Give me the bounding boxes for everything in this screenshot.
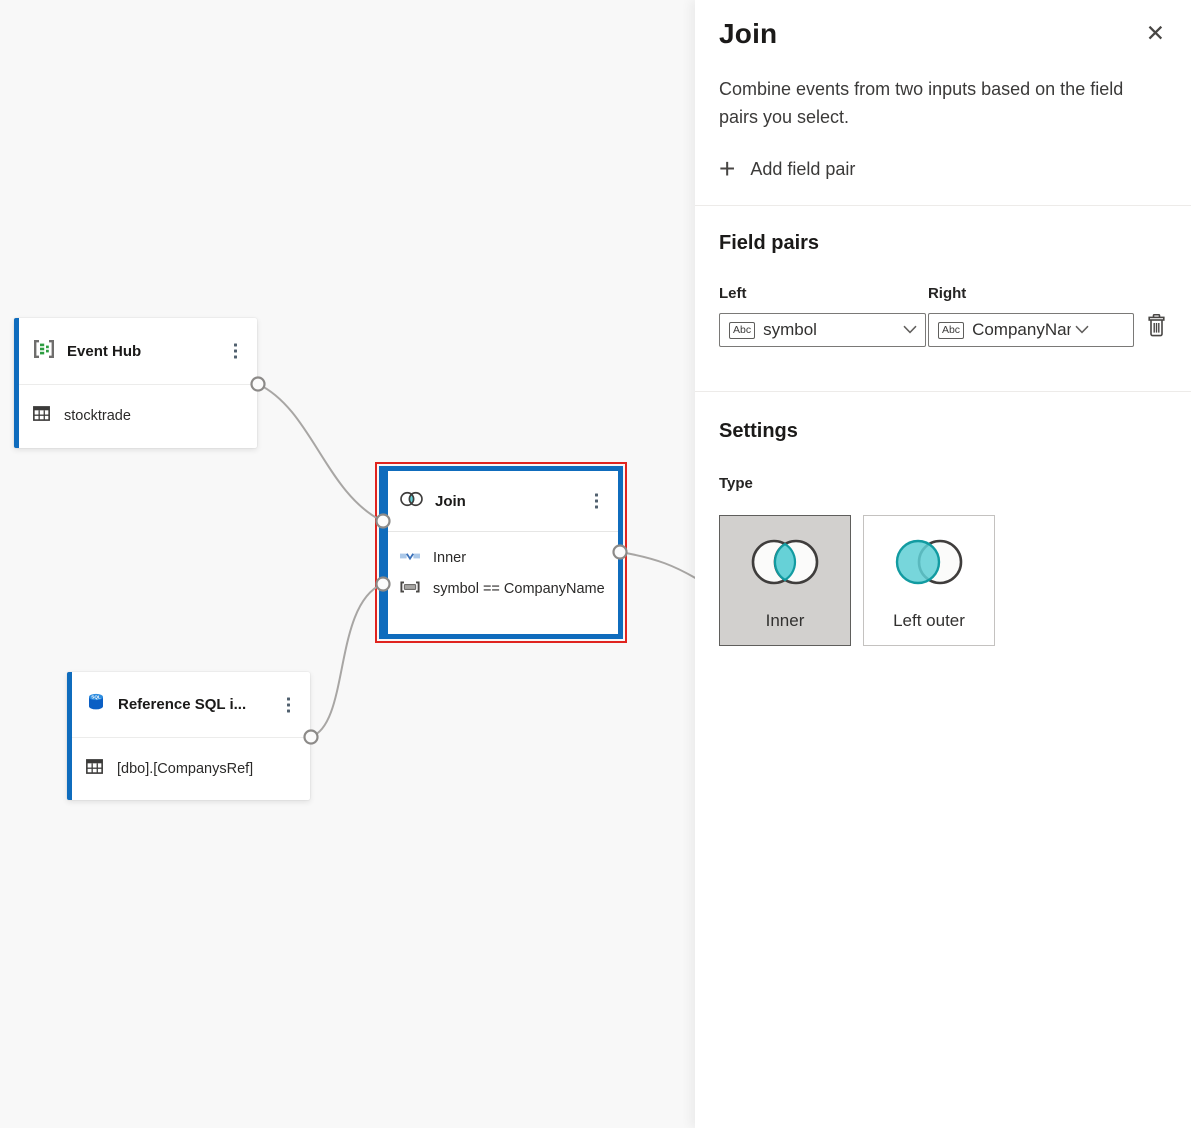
right-field-select[interactable]: Abc CompanyName — [927, 313, 1134, 348]
section-divider — [695, 205, 1191, 207]
join-venn-icon — [400, 491, 423, 512]
type-label: Type — [719, 475, 753, 493]
join-condition-icon — [400, 580, 420, 598]
node-reference-sql[interactable]: SQL Reference SQL i... [dbo]. — [67, 672, 310, 800]
more-options-icon[interactable] — [230, 340, 241, 363]
panel-description: Combine events from two inputs based on … — [719, 79, 1124, 127]
chevron-down-icon — [903, 321, 917, 339]
node-accent-bar — [14, 318, 19, 448]
left-field-label: Left — [719, 285, 747, 303]
add-field-pair-button[interactable]: + Add field pair — [719, 153, 856, 185]
table-icon — [33, 406, 50, 426]
node-event-hub[interactable]: Event Hub stocktrade — [14, 318, 257, 448]
join-type-option-label: Inner — [765, 611, 805, 631]
node-title: Event Hub — [67, 342, 142, 360]
port-eventhub-output[interactable] — [250, 376, 266, 392]
svg-text:SQL: SQL — [91, 695, 101, 700]
join-settings-panel: Join ✕ Combine events from two inputs ba… — [695, 0, 1191, 1128]
sql-database-icon: SQL — [86, 692, 106, 717]
left-field-select[interactable]: Abc symbol — [719, 313, 926, 348]
event-hub-icon — [33, 339, 55, 364]
more-options-icon[interactable] — [591, 490, 602, 513]
node-divider — [388, 531, 618, 532]
field-type-abc-badge: Abc — [937, 321, 965, 339]
join-type-options: Inner Left outer — [719, 515, 1167, 647]
node-table-name: [dbo].[CompanysRef] — [117, 761, 254, 777]
right-field-value: CompanyName — [972, 320, 1071, 340]
panel-title: Join — [719, 18, 778, 49]
join-type-option-label: Left outer — [893, 611, 965, 631]
inner-join-venn-icon — [748, 536, 822, 599]
node-join-selected[interactable]: Join Inner — [375, 462, 627, 643]
node-divider — [19, 384, 257, 385]
port-join-input-2[interactable] — [375, 576, 391, 592]
field-type-abc-badge: Abc — [729, 321, 756, 339]
more-options-icon[interactable] — [283, 693, 294, 716]
edge-eventhub-to-join — [257, 383, 383, 522]
field-pairs-heading: Field pairs — [719, 232, 820, 255]
delete-field-pair-icon[interactable] — [1146, 314, 1167, 342]
node-title: Join — [435, 492, 466, 510]
close-icon[interactable]: ✕ — [1145, 20, 1165, 46]
join-type-option-inner[interactable]: Inner — [719, 515, 851, 647]
edge-referencesql-to-join — [310, 583, 383, 738]
left-outer-join-venn-icon — [892, 536, 966, 599]
edge-join-output — [619, 551, 695, 579]
port-referencesql-output[interactable] — [303, 729, 319, 745]
port-join-output[interactable] — [612, 544, 628, 560]
table-icon — [86, 759, 103, 779]
chevron-down-icon — [1075, 321, 1089, 339]
port-join-input-1[interactable] — [375, 513, 391, 529]
node-divider — [72, 737, 310, 738]
join-type-icon — [400, 549, 420, 567]
connections-layer — [250, 376, 695, 745]
add-field-pair-label: Add field pair — [750, 158, 856, 179]
node-table-name: stocktrade — [64, 408, 131, 424]
join-type-value: Inner — [433, 550, 467, 566]
join-condition-value: symbol == CompanyName — [433, 581, 605, 597]
node-accent-bar — [67, 672, 72, 800]
plus-icon: + — [719, 153, 736, 185]
settings-heading: Settings — [719, 420, 798, 443]
join-type-option-left-outer[interactable]: Left outer — [863, 515, 995, 647]
section-divider — [695, 391, 1191, 393]
left-field-value: symbol — [763, 320, 817, 340]
right-field-label: Right — [927, 285, 967, 303]
diagram-canvas[interactable]: Event Hub stocktrade — [0, 0, 695, 1128]
node-title: Reference SQL i... — [118, 696, 247, 713]
field-pair-row: Left Abc symbol Right Abc CompanyName — [719, 285, 1167, 348]
